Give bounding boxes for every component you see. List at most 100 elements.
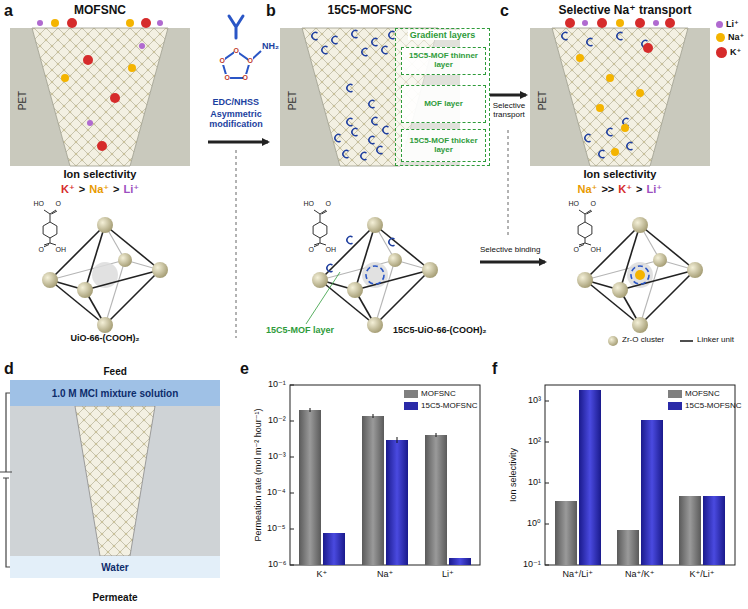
label: HO <box>569 200 580 208</box>
legend-swatch <box>668 402 682 410</box>
ions <box>607 128 613 135</box>
solution-band: Water <box>10 556 220 578</box>
selectivity-term: Li⁺ <box>124 183 140 195</box>
legend-item: MOFSNC <box>668 390 720 399</box>
ions <box>665 18 675 28</box>
crown-in-cage <box>327 236 649 284</box>
label: PET <box>537 90 548 109</box>
ions <box>565 18 575 28</box>
selectivity-term: Li⁺ <box>646 183 662 195</box>
legend-text: 15C5-MOFSNC <box>421 402 477 411</box>
label: OH <box>56 246 67 254</box>
label: K⁺ <box>317 570 328 580</box>
crowns <box>332 36 338 43</box>
node-label: Gradient layers <box>408 30 478 40</box>
label: 10⁻⁴ <box>267 488 286 498</box>
ions <box>562 18 675 158</box>
label: Na⁺ <box>377 570 393 580</box>
ions <box>596 104 604 112</box>
legend-item: K⁺ <box>716 47 741 58</box>
selectivity-term: Na⁺ <box>89 183 109 195</box>
bar-chart <box>641 420 663 565</box>
label: d <box>4 360 14 378</box>
bar-chart <box>579 390 601 565</box>
ions <box>587 38 593 45</box>
cell <box>10 406 220 556</box>
ions <box>621 124 629 132</box>
ions <box>37 20 43 26</box>
ions <box>83 55 93 65</box>
label: 10⁻¹ <box>268 380 286 390</box>
ions <box>597 18 607 28</box>
label: O <box>56 200 61 208</box>
cell <box>0 391 220 569</box>
crown-in-cage <box>366 266 384 284</box>
label: Ion selectivity <box>584 168 657 180</box>
selectivity-term: > <box>636 183 642 195</box>
label: O <box>591 200 596 208</box>
ions <box>585 134 591 141</box>
label: Selective binding <box>480 246 540 255</box>
label: Li⁺ <box>442 570 454 580</box>
layer-box: MOF layer <box>401 85 486 123</box>
process-arrow <box>480 261 545 264</box>
ions <box>97 141 107 151</box>
label: O <box>220 57 225 65</box>
crowns <box>312 30 395 159</box>
crowns <box>347 118 353 125</box>
label: OH <box>326 246 337 254</box>
node-label: 1.0 M MCl mixture solution <box>52 388 179 399</box>
node-label: Water <box>101 562 128 573</box>
label: b <box>266 2 276 20</box>
process-arrow <box>208 141 268 144</box>
bar-chart <box>617 530 639 565</box>
crowns <box>335 134 341 141</box>
label: c <box>500 2 509 20</box>
label: Na⁺/K⁺ <box>625 570 655 580</box>
cell <box>0 393 14 567</box>
bar-chart <box>299 410 321 565</box>
label: NH₂ <box>262 42 279 52</box>
ions <box>61 74 69 82</box>
leader-line <box>306 272 340 324</box>
illustration <box>577 210 703 333</box>
legend-text: 15C5-MOFSNC <box>685 402 741 411</box>
label: Feed <box>104 366 127 377</box>
node-text: 15C5-MOF thicker layer <box>404 137 483 155</box>
ions <box>611 148 619 156</box>
label: Asymmetric modification <box>203 110 269 130</box>
node-text: Gradient layers <box>396 31 489 41</box>
bar-chart <box>545 385 735 565</box>
zr-o-symbol <box>608 336 618 346</box>
cell <box>75 406 155 556</box>
ions <box>627 142 633 149</box>
ions <box>582 20 588 26</box>
node-text: 15C5-MOF thinner layer <box>404 52 483 70</box>
divider <box>508 130 509 238</box>
label: Permeation rate (mol m⁻² hour⁻¹) <box>253 408 263 541</box>
ions <box>157 20 163 26</box>
legend-text: K⁺ <box>730 48 741 58</box>
legend-item: 15C5-MOFSNC <box>668 402 741 411</box>
label: OH <box>591 246 602 254</box>
bar-chart <box>703 496 725 565</box>
divider <box>236 150 237 338</box>
label: O <box>326 200 331 208</box>
label: 10² <box>528 437 541 447</box>
crown-reagent <box>229 16 243 38</box>
ions <box>653 20 659 26</box>
selectivity-term: > <box>79 183 85 195</box>
bar-chart <box>545 385 735 565</box>
label: UiO-66-(COOH)₂ <box>71 334 140 344</box>
label: O <box>225 74 230 82</box>
crowns <box>369 136 375 143</box>
crown-in-cage <box>631 266 649 284</box>
ions <box>606 74 614 82</box>
bar-chart <box>425 435 447 565</box>
label: 10⁻⁵ <box>267 524 286 534</box>
label: K⁺/Li⁺ <box>690 570 715 580</box>
selectivity-term: > <box>113 183 119 195</box>
label: Linker unit <box>697 336 734 345</box>
selectivity-term: >> <box>601 183 614 195</box>
